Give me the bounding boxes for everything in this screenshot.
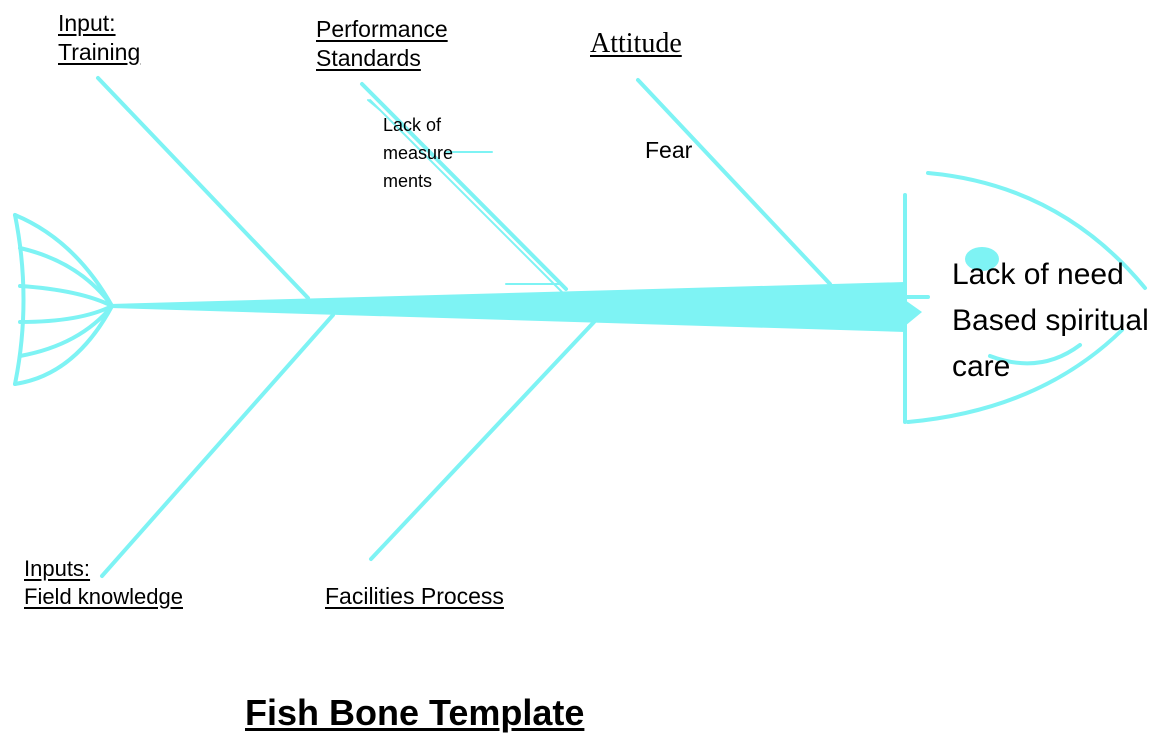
- spine-tip: [905, 300, 922, 326]
- problem-statement: Lack of need Based spiritual care: [952, 252, 1149, 390]
- cause-lack-of-measurements: Lack of measure ments: [383, 111, 453, 195]
- category-facilities-process: Facilities Process: [325, 582, 504, 611]
- fish-tail: [15, 215, 112, 384]
- category-inputs-field-knowledge: Inputs: Field knowledge: [24, 555, 183, 610]
- category-attitude: Attitude: [590, 26, 682, 61]
- bone-facilities-process: [371, 322, 594, 559]
- bone-input-training: [98, 78, 308, 298]
- bone-inputs-field-knowledge: [102, 315, 333, 576]
- cause-fear: Fear: [645, 136, 692, 165]
- diagram-title: Fish Bone Template: [245, 690, 584, 735]
- fish-spine: [110, 282, 905, 332]
- bone-attitude: [638, 80, 830, 284]
- category-input-training: Input: Training: [58, 9, 140, 67]
- category-performance-standards: Performance Standards: [316, 15, 448, 73]
